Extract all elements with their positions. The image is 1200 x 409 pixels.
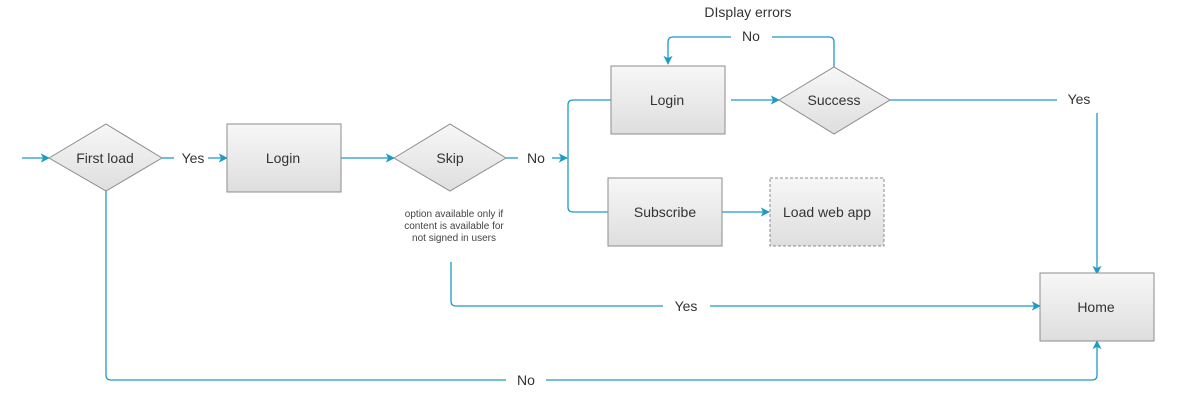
edge-label-skip-yes: Yes xyxy=(675,298,698,314)
process-load-web-app-shape xyxy=(769,177,885,247)
annotation-skip-note-line-3: not signed in users xyxy=(412,233,496,244)
edge-label-success-yes: Yes xyxy=(1068,91,1091,107)
process-subscribe: Subscribe xyxy=(607,177,723,247)
process-login-top-shape xyxy=(610,65,726,135)
edge-success-retry-right xyxy=(772,36,835,67)
process-login-top: Login xyxy=(610,65,726,135)
decision-first-load-label: First load xyxy=(76,150,134,166)
process-login-main-label: Login xyxy=(266,150,300,166)
edge-first-load-no-to-label xyxy=(105,191,506,381)
annotation-skip-note-line-2: content is available for xyxy=(404,221,504,232)
edge-label-first-load-yes: Yes xyxy=(182,150,205,166)
decision-success-label: Success xyxy=(808,92,861,108)
edge-label-first-load-no: No xyxy=(517,372,535,388)
process-login-main: Login xyxy=(226,123,342,193)
process-home: Home xyxy=(1039,272,1155,342)
process-home-shape xyxy=(1039,272,1155,342)
process-login-main-shape xyxy=(226,123,342,193)
edge-label-skip-no: No xyxy=(527,150,545,166)
annotation-skip-note: option available only if content is avai… xyxy=(404,209,504,244)
process-subscribe-shape xyxy=(607,177,723,247)
decision-success-shape xyxy=(778,66,891,135)
decision-first-load: First load xyxy=(48,123,163,192)
decision-success: Success xyxy=(778,66,891,135)
edge-label-success-no: No xyxy=(742,28,760,44)
decision-first-load-shape xyxy=(48,123,163,192)
process-login-top-label: Login xyxy=(650,92,684,108)
annotation-skip-note-line-1: option available only if xyxy=(405,209,504,220)
decision-skip: Skip xyxy=(393,123,507,192)
process-subscribe-label: Subscribe xyxy=(634,204,696,220)
decision-skip-shape xyxy=(393,123,507,192)
process-load-web-app: Load web app xyxy=(769,177,885,247)
decision-skip-label: Skip xyxy=(436,150,463,166)
connectors xyxy=(22,36,1102,381)
annotation-display-errors: DIsplay errors xyxy=(704,4,791,20)
edge-skip-note-to-yes-label xyxy=(450,262,663,307)
edge-branch-to-login xyxy=(567,99,611,213)
edge-no-to-home xyxy=(546,340,1102,381)
edge-success-retry-left xyxy=(663,36,731,65)
process-home-label: Home xyxy=(1077,299,1115,315)
process-load-web-app-label: Load web app xyxy=(783,204,871,220)
